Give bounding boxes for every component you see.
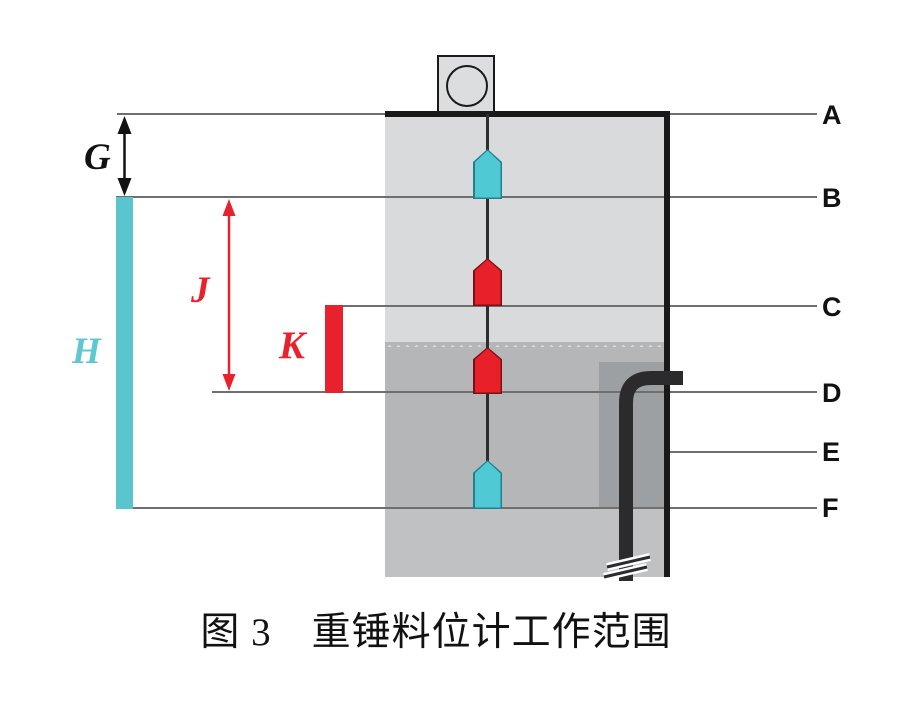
level-line-f	[116, 507, 817, 509]
label-j: J	[191, 270, 210, 311]
level-line-c	[342, 305, 817, 307]
label-k: K	[279, 324, 306, 367]
level-line-b	[116, 196, 817, 198]
dimension-bar-h	[116, 197, 133, 509]
label-g: G	[84, 137, 111, 178]
label-line-f: F	[822, 493, 839, 523]
label-line-c: C	[822, 292, 842, 322]
vessel-right-wall	[664, 111, 670, 577]
label-line-d: D	[822, 378, 842, 408]
dimension-arrow-g	[117, 116, 132, 196]
vessel-empty-space	[385, 117, 664, 347]
figure-caption: 图 3 重锤料位计工作范围	[200, 611, 672, 654]
level-line-d	[212, 391, 817, 393]
label-h: H	[72, 331, 101, 372]
cable-drum-icon	[446, 65, 488, 107]
vessel-bottom-section	[385, 508, 664, 577]
vessel-top-wall	[385, 111, 670, 117]
dimension-bar-k	[325, 305, 343, 393]
dimension-arrow-j	[222, 199, 236, 391]
pipe-zone-shaded-area	[599, 362, 664, 508]
measuring-cable	[486, 114, 489, 509]
label-line-e: E	[822, 437, 841, 467]
label-line-b: B	[822, 183, 842, 213]
level-line-e	[667, 451, 817, 453]
label-line-a: A	[822, 100, 842, 130]
material-surface-jagged-edge	[385, 342, 664, 347]
